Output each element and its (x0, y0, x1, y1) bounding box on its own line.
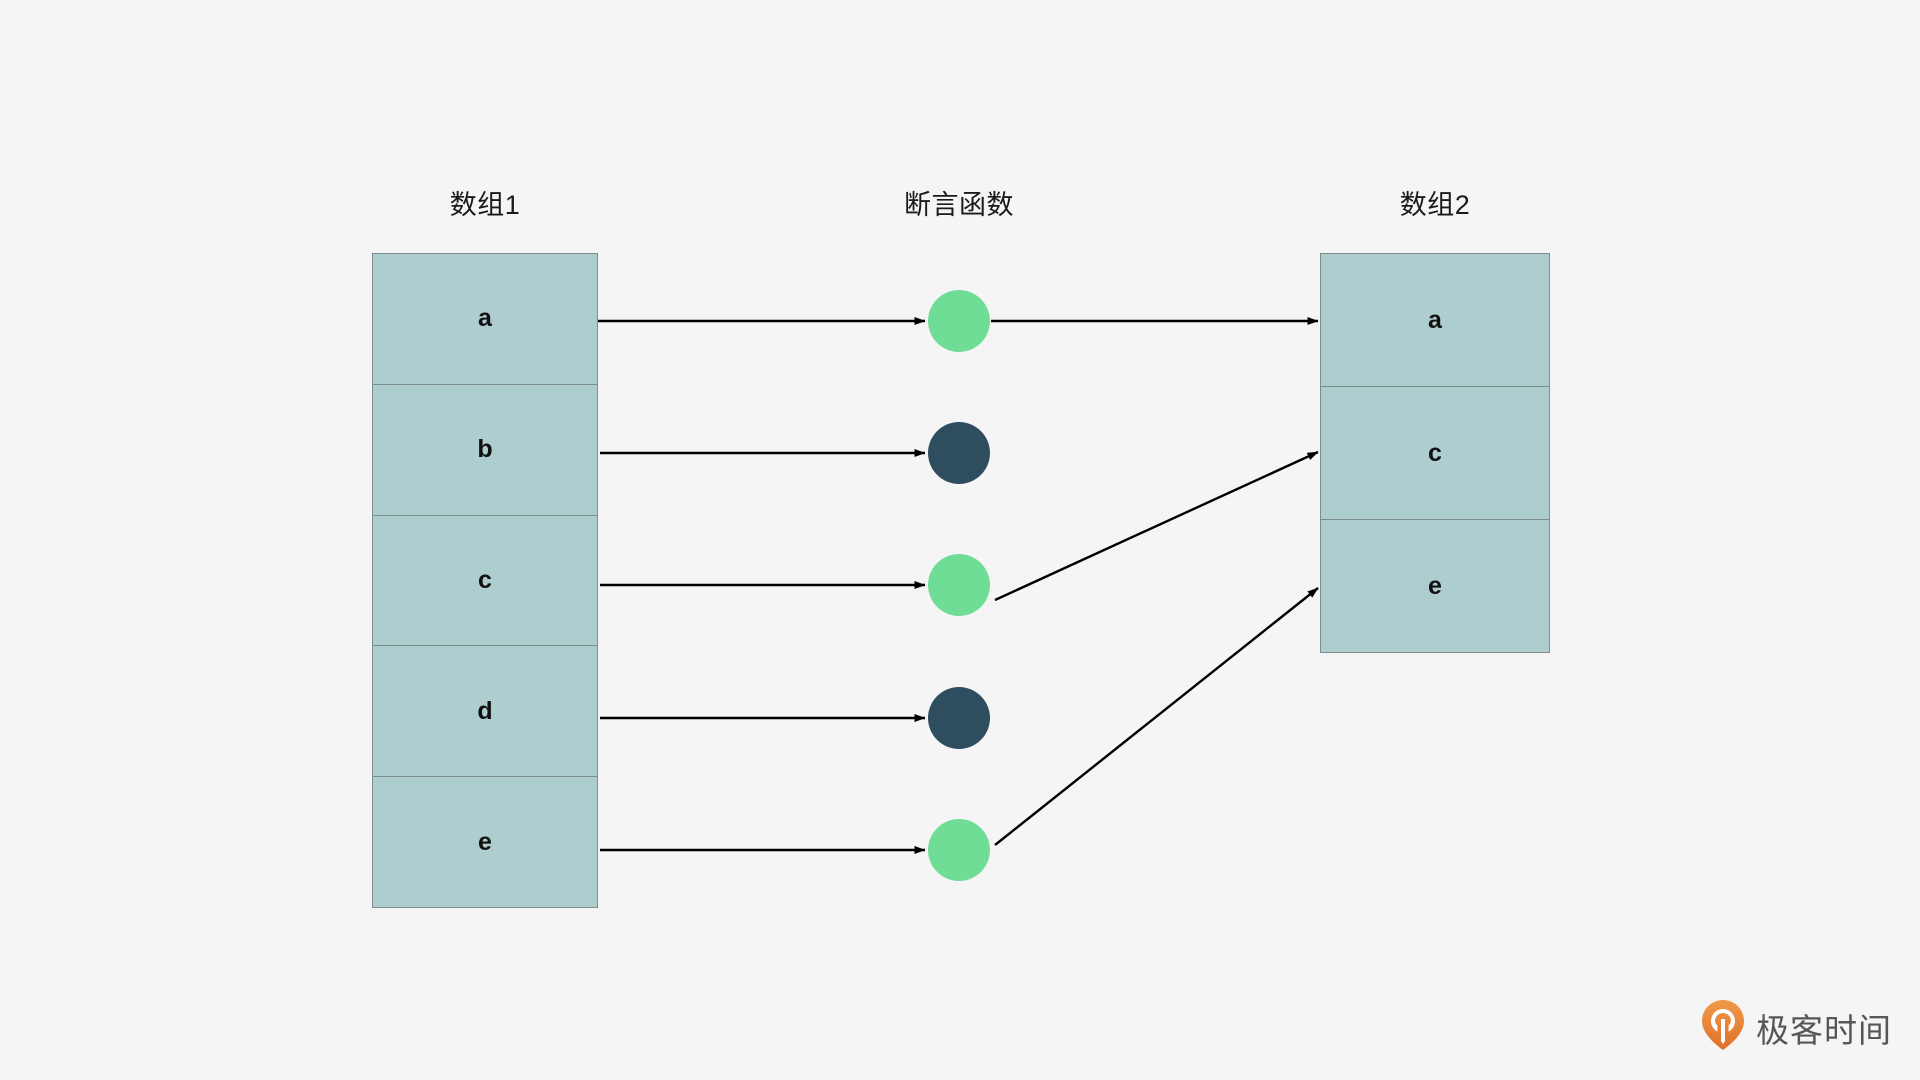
predicate-node-pass[interactable] (928, 554, 990, 616)
arrow-node-to-cell-e (994, 587, 1319, 846)
array1-cell[interactable]: d (373, 646, 597, 778)
predicate-title: 断言函数 (904, 190, 1014, 220)
watermark-text: 极客时间 (1756, 1010, 1892, 1050)
array1-title: 数组1 (449, 190, 521, 220)
array2-box: a c e (1320, 253, 1550, 653)
array2-cell[interactable]: a (1321, 254, 1549, 387)
geekbang-droplet-logo-icon (1700, 999, 1746, 1056)
array2-cell[interactable]: e (1321, 520, 1549, 652)
predicate-node-fail[interactable] (928, 687, 990, 749)
predicate-node-fail[interactable] (928, 422, 990, 484)
array1-cell[interactable]: a (373, 254, 597, 385)
array1-cell[interactable]: c (373, 515, 597, 647)
watermark: 极客时间 (1700, 999, 1892, 1056)
predicate-node-pass[interactable] (928, 819, 990, 881)
array2-cell[interactable]: c (1321, 387, 1549, 520)
predicate-node-pass[interactable] (928, 290, 990, 352)
array1-cell[interactable]: b (373, 384, 597, 516)
array1-box: a b c d e (372, 253, 598, 908)
array1-cell[interactable]: e (373, 777, 597, 907)
arrow-node-to-cell-c (994, 450, 1319, 602)
array2-title: 数组2 (1399, 190, 1471, 220)
